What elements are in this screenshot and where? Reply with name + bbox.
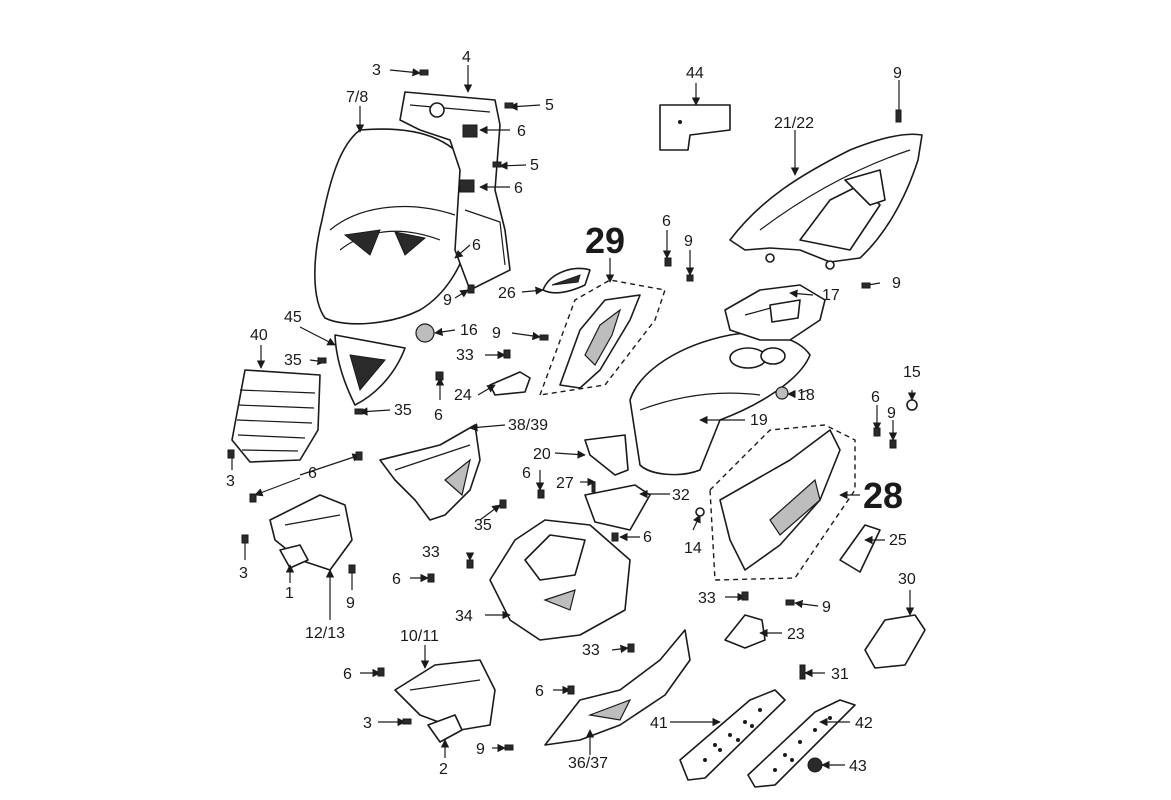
part-label: 5 [530,157,539,174]
part-label: 9 [887,405,896,422]
part-label: 9 [476,741,485,758]
part-label: 9 [822,599,831,616]
part-label: 20 [533,446,551,463]
part-label: 10/11 [400,628,439,645]
bracket-23-part [724,614,766,649]
cover-25-part [839,524,881,573]
side-skirt-part [544,629,691,746]
part-label: 19 [750,412,768,429]
part-label: 16 [460,322,478,339]
part-label: 43 [849,758,867,775]
part-label: 6 [472,237,481,254]
part-label: 6 [535,683,544,700]
part-label: 33 [422,544,440,561]
part-label: 6 [517,123,526,140]
part-label: 33 [698,590,716,607]
part-label: 6 [308,465,317,482]
part-label: 9 [346,595,355,612]
part-label: 9 [492,325,501,342]
part-label: 2 [439,761,448,778]
part-label: 31 [831,666,849,683]
part-label: 41 [650,715,668,732]
part-label: 6 [434,407,443,424]
part-label: 9 [892,275,901,292]
cover-20-part [584,434,629,476]
part-label: 40 [250,327,268,344]
lower-panel-12-13-part [269,494,353,571]
part-labels: 29 28 3 4 7/8 5 6 5 6 6 9 44 9 21/22 6 9… [226,49,921,778]
part-label: 3 [239,565,248,582]
part-label: 6 [343,666,352,683]
part-label: 3 [226,473,235,490]
part-label: 3 [363,715,372,732]
part-label: 6 [643,529,652,546]
rear-cowl-part [729,133,923,270]
part-label: 35 [394,402,412,419]
bracket-24-part [489,371,531,396]
part-label: 33 [456,347,474,364]
fasteners [227,69,918,773]
part-label: 25 [889,532,907,549]
part-label: 6 [871,389,880,406]
part-label: 35 [284,352,302,369]
part-label: 45 [284,309,302,326]
bracket-30-part [864,614,926,669]
part-label: 23 [787,626,805,643]
part-label: 44 [686,65,704,82]
part-label: 9 [443,292,452,309]
part-label: 4 [462,49,471,66]
group-29-outline [538,279,666,396]
part-label: 24 [454,387,472,404]
part-label: 32 [672,487,690,504]
part-label: 14 [684,540,702,557]
part-label: 34 [455,608,473,625]
part-label: 7/8 [346,89,368,106]
side-panel-28-part [719,429,841,571]
part-label: 26 [498,285,516,302]
tunnel-cover-29-part [559,294,641,389]
storage-box-part [629,284,826,476]
part-label: 27 [556,475,574,492]
part-label: 21/22 [774,115,814,132]
part-label: 33 [582,642,600,659]
part-label: 38/39 [508,417,548,434]
cover-26-part [542,267,591,294]
lower-panel-10-11-part [394,659,496,743]
part-label: 6 [392,571,401,588]
front-shield-part [314,91,511,325]
inner-panel-part [379,424,481,521]
part-label: 9 [684,233,693,250]
part-label: 30 [898,571,916,588]
part-label: 15 [903,364,921,381]
part-label: 42 [855,715,873,732]
grommet-18-part [775,386,789,400]
part-label: 3 [372,62,381,79]
part-label: 17 [822,287,840,304]
group-label-29: 29 [585,220,625,261]
part-label: 1 [285,585,294,602]
part-label: 9 [893,65,902,82]
plate-44-part [659,104,731,151]
part-label: 5 [545,97,554,114]
plate-32-part [584,484,651,531]
grille-part [231,369,321,463]
part-label: 6 [662,213,671,230]
headlight-cover-part [334,334,406,406]
floor-panel-34-part [489,519,631,641]
part-label: 6 [514,180,523,197]
group-28-outline [709,424,856,581]
group-label-28: 28 [863,475,903,516]
leader-lines [231,65,917,770]
part-label: 36/37 [568,755,608,772]
floor-mat-41-part [679,689,786,781]
part-label: 6 [522,465,531,482]
part-label: 35 [474,517,492,534]
grommet-16-part [415,323,435,343]
part-label: 18 [797,387,815,404]
part-label: 12/13 [305,625,345,642]
